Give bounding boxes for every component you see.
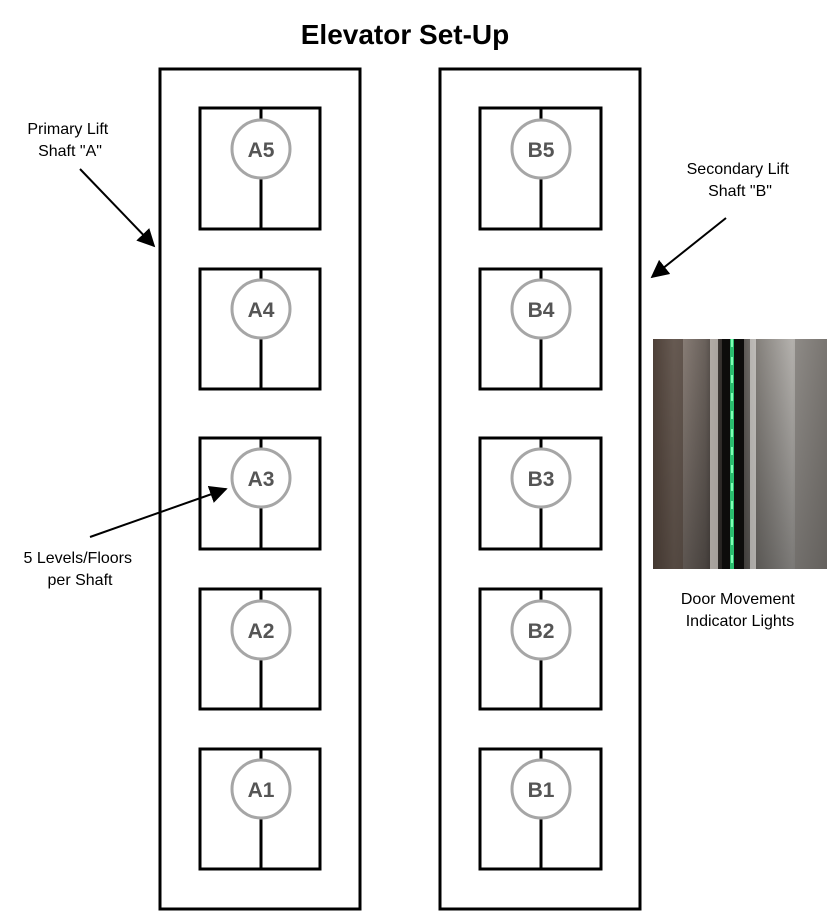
floor-label-b2: B2 [528, 620, 555, 643]
primary-shaft-label: Primary Lift Shaft "A" [27, 121, 112, 160]
floor-indicator-circle [230, 599, 292, 661]
floor-indicator-circle [510, 758, 572, 820]
levels-arrow [89, 485, 228, 538]
secondary-shaft-label-line-1: Secondary Lift [687, 161, 790, 178]
floor-label-a3: A3 [248, 468, 275, 491]
floor-indicator-circle [230, 118, 292, 180]
floor-indicator-circle [230, 278, 292, 340]
secondary-shaft-arrow [650, 217, 727, 279]
floor-b4: B4 [478, 267, 603, 391]
floor-indicator-circle [510, 447, 572, 509]
floor-label-a4: A4 [248, 299, 275, 322]
secondary-shaft-label: Secondary Lift Shaft "B" [687, 161, 794, 200]
door-indicator-photo [653, 339, 827, 569]
secondary-shaft-label-line-2: Shaft "B" [708, 183, 772, 200]
shaft-a-outline [158, 67, 362, 911]
levels-label: 5 Levels/Floors per Shaft [24, 550, 137, 589]
shaft-a: A5 A4 A3 A2 A1 [158, 67, 362, 911]
floor-a4: A4 [198, 267, 322, 391]
photo-door-frame-right [795, 339, 827, 569]
floor-a2: A2 [198, 587, 322, 711]
levels-label-line-2: per Shaft [48, 572, 113, 589]
floor-label-a2: A2 [248, 620, 275, 643]
floor-indicator-circle [510, 118, 572, 180]
floor-label-b1: B1 [528, 779, 555, 802]
diagram-title: Elevator Set-Up [301, 19, 510, 50]
floor-label-a1: A1 [248, 779, 275, 802]
shaft-b-outline [438, 67, 642, 911]
floor-indicator-circle [230, 758, 292, 820]
primary-shaft-annotation: Primary Lift Shaft "A" [27, 121, 156, 248]
floor-b5: B5 [478, 106, 603, 231]
primary-shaft-label-line-2: Shaft "A" [38, 143, 102, 160]
floor-b3: B3 [478, 436, 603, 551]
floor-indicator-circle [510, 278, 572, 340]
floor-a3: A3 [198, 436, 322, 551]
levels-label-line-1: 5 Levels/Floors [24, 550, 133, 567]
photo-door-edge-right [750, 339, 756, 569]
photo-door-frame-left [653, 339, 683, 569]
lights-label: Door Movement Indicator Lights [681, 591, 799, 630]
lights-label-line-1: Door Movement [681, 591, 795, 608]
photo-door-edge [710, 339, 718, 569]
primary-shaft-arrow [79, 168, 156, 248]
levels-annotation: 5 Levels/Floors per Shaft [24, 485, 228, 589]
floor-b2: B2 [478, 587, 603, 711]
primary-shaft-label-line-1: Primary Lift [27, 121, 108, 138]
floor-indicator-circle [230, 447, 292, 509]
floor-label-a5: A5 [248, 139, 275, 162]
floor-indicator-circle [510, 599, 572, 661]
floor-label-b5: B5 [528, 139, 555, 162]
floor-a1: A1 [198, 747, 322, 871]
shaft-b: B5 B4 B3 B2 B1 [438, 67, 642, 911]
floor-label-b3: B3 [528, 468, 555, 491]
floor-label-b4: B4 [528, 299, 555, 322]
floor-b1: B1 [478, 747, 603, 871]
secondary-shaft-annotation: Secondary Lift Shaft "B" [650, 161, 794, 279]
lights-label-line-2: Indicator Lights [686, 613, 795, 630]
floor-a5: A5 [198, 106, 322, 231]
